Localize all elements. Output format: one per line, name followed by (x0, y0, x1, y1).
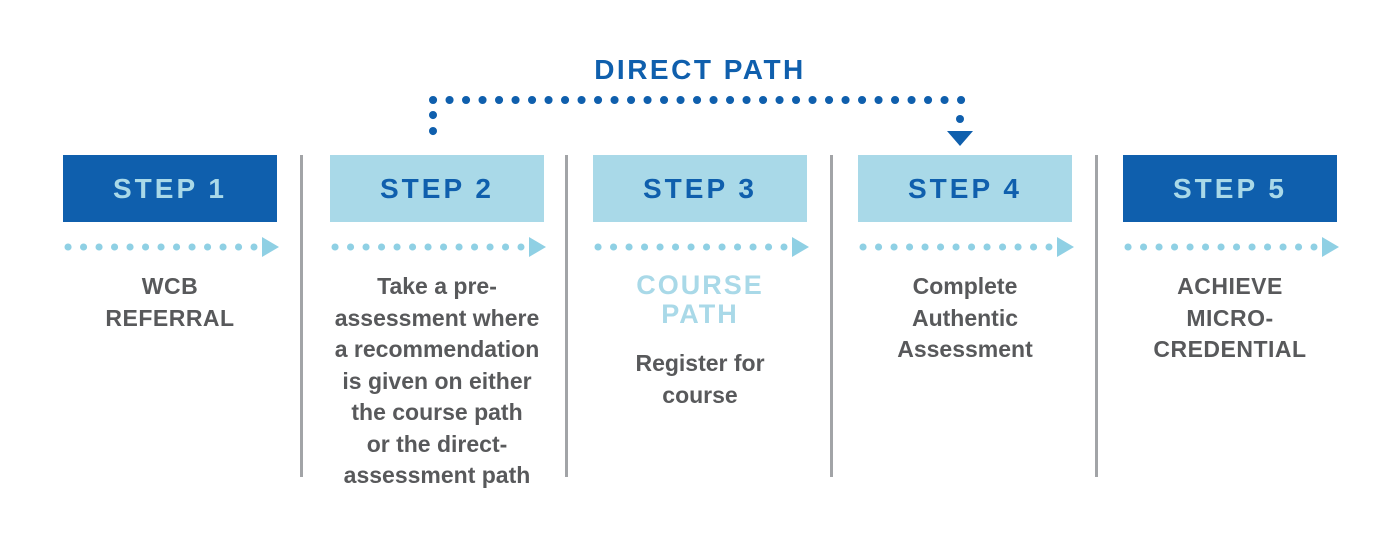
step-3-description: Register for course (578, 348, 822, 411)
text-line: Assessment (897, 336, 1033, 362)
step-5-label: STEP 5 (1173, 172, 1287, 204)
text-line: course (662, 381, 738, 408)
step-2-column: STEP 2 Take a pre- assessment where a re… (330, 155, 546, 492)
step-2-label: STEP 2 (380, 172, 494, 204)
text-line: or the direct- (366, 430, 508, 457)
text-line: is given on either (342, 367, 532, 394)
step-4-label: STEP 4 (908, 172, 1022, 204)
column-divider (565, 155, 568, 477)
text-line: MICRO- (1186, 304, 1274, 331)
text-line: Complete (912, 273, 1018, 299)
column-divider (1095, 155, 1098, 477)
step-3-column: STEP 3 COURSE PATH Register for course (593, 155, 809, 411)
dotted-arrow-right-icon (1124, 237, 1339, 257)
dotted-arrow-right-icon (859, 237, 1074, 257)
step-5-box: STEP 5 (1123, 155, 1337, 222)
direct-path-title: DIRECT PATH (594, 54, 806, 85)
step-2-description: Take a pre- assessment where a recommend… (315, 271, 559, 492)
step-2-box: STEP 2 (330, 155, 544, 222)
arrow-down-icon (947, 131, 973, 146)
step-5-description: ACHIEVE MICRO- CREDENTIAL (1108, 271, 1352, 366)
step-3-course-path-heading: COURSE PATH (578, 271, 822, 329)
step-4-description: Complete Authentic Assessment (843, 271, 1087, 366)
step-3-box: STEP 3 (593, 155, 807, 222)
text-line: PATH (661, 299, 739, 329)
text-line: CREDENTIAL (1153, 336, 1307, 362)
text-line: a recommendation (334, 336, 540, 362)
text-line: Take a pre- (377, 273, 497, 299)
dotted-arrow-right-icon (64, 237, 279, 257)
dotted-arrow-right-icon (594, 237, 809, 257)
column-divider (300, 155, 303, 477)
dotted-arrow-right-icon (331, 237, 546, 257)
direct-path-dotted-line (429, 96, 973, 146)
text-line: the course path (351, 399, 523, 425)
text-line: ACHIEVE (1177, 273, 1283, 299)
step-1-description: WCB REFERRAL (48, 271, 292, 334)
text-line: Register for (635, 350, 765, 376)
text-line: COURSE (636, 270, 764, 300)
step-1-label: STEP 1 (113, 172, 227, 204)
text-line: assessment path (343, 462, 531, 488)
column-divider (830, 155, 833, 477)
text-line: WCB (141, 273, 199, 299)
text-line: Authentic (911, 304, 1019, 331)
step-1-column: STEP 1 WCB REFERRAL (63, 155, 279, 334)
text-line: assessment where (334, 304, 540, 331)
step-4-column: STEP 4 Complete Authentic Assessment (858, 155, 1074, 366)
step-1-box: STEP 1 (63, 155, 277, 222)
step-3-label: STEP 3 (643, 172, 757, 204)
step-4-box: STEP 4 (858, 155, 1072, 222)
step-5-column: STEP 5 ACHIEVE MICRO- CREDENTIAL (1123, 155, 1339, 366)
text-line: REFERRAL (105, 304, 235, 331)
